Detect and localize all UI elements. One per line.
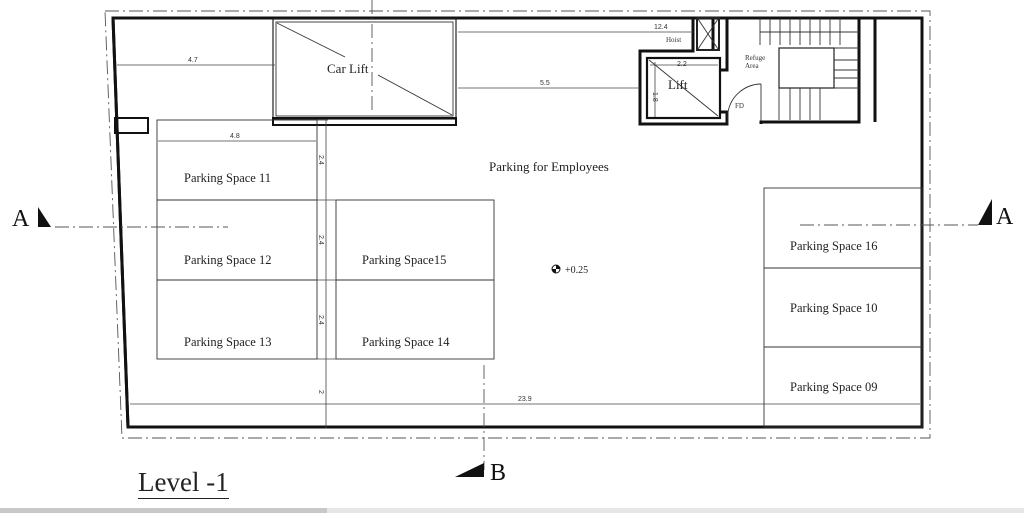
car-lift-label: Car Lift — [327, 61, 369, 76]
lift-core-wall-2 — [720, 18, 729, 72]
fire-door-label: FD — [735, 102, 744, 110]
parking-block-right — [763, 187, 923, 428]
parking-block-middle — [335, 199, 495, 360]
section-arrow-a-left-icon — [38, 207, 51, 227]
external-wall — [111, 16, 924, 429]
parking-space-12: Parking Space 12 — [184, 253, 271, 267]
horizontal-scrollbar[interactable] — [0, 508, 1024, 513]
lift-core-wall — [638, 18, 729, 126]
dim-lift-depth: 1.8 — [651, 92, 658, 102]
parking-space-10: Parking Space 10 — [790, 301, 877, 315]
parking-space-15: Parking Space15 — [362, 253, 446, 267]
stair-well — [778, 47, 835, 89]
level-marker-icon — [551, 264, 561, 274]
refuge-label-line: Refuge — [745, 54, 765, 62]
west-wall — [111, 17, 130, 428]
car-lift-diagonal — [276, 22, 346, 58]
dimension-lines — [117, 31, 920, 428]
dim-total-top: 12.4 — [654, 24, 668, 31]
fire-door-swing — [727, 83, 762, 124]
lift-label: Lift — [668, 77, 688, 92]
parking-space-14: Parking Space 14 — [362, 335, 450, 349]
duct-cross-2 — [697, 18, 719, 50]
parking-space-16: Parking Space 16 — [790, 239, 877, 253]
parking-space-13: Parking Space 13 — [184, 335, 271, 349]
drawing-title: Level -1 — [138, 467, 229, 499]
parking-space-09: Parking Space 09 — [790, 380, 877, 394]
refuge-label-line: Area — [745, 62, 759, 70]
dim-bay-3: 2.4 — [317, 315, 324, 325]
lift-shaft — [645, 56, 722, 120]
dim-bay-1: 2.4 — [317, 155, 324, 165]
section-arrow-a-right-icon — [978, 199, 992, 225]
column — [114, 117, 149, 134]
dim-bay-2: 2.4 — [317, 235, 324, 245]
dim-total-width: 23.9 — [518, 396, 532, 403]
duct — [696, 17, 720, 51]
parking-block-left — [156, 119, 318, 360]
lift-diagonal — [648, 59, 719, 117]
car-lift-platform — [275, 21, 454, 117]
car-lift-diagonal-2 — [377, 74, 453, 116]
scrollbar-thumb[interactable] — [0, 508, 327, 513]
section-label-b: B — [490, 460, 506, 486]
dim-lift-width: 2.2 — [677, 61, 687, 68]
stair-treads — [759, 18, 859, 120]
car-lift-sill — [272, 117, 457, 126]
refuge-area-label: Refuge Area — [745, 54, 767, 70]
dim-parking-depth: 4.8 — [230, 133, 240, 140]
section-arrow-b-icon — [455, 463, 484, 477]
dim-rear-clearance: 2 — [317, 390, 324, 394]
hoist-label: Hoist — [666, 36, 681, 44]
level-marker-value: +0.25 — [565, 265, 588, 276]
section-label-a-left: A — [12, 206, 30, 232]
area-label: Parking for Employees — [489, 159, 609, 174]
dim-lift-offset: 5.5 — [540, 80, 550, 87]
grid-boundary — [104, 10, 931, 439]
section-label-a-right: A — [996, 204, 1014, 230]
dim-car-lift-offset: 4.7 — [188, 57, 198, 64]
parking-space-11: Parking Space 11 — [184, 171, 271, 185]
